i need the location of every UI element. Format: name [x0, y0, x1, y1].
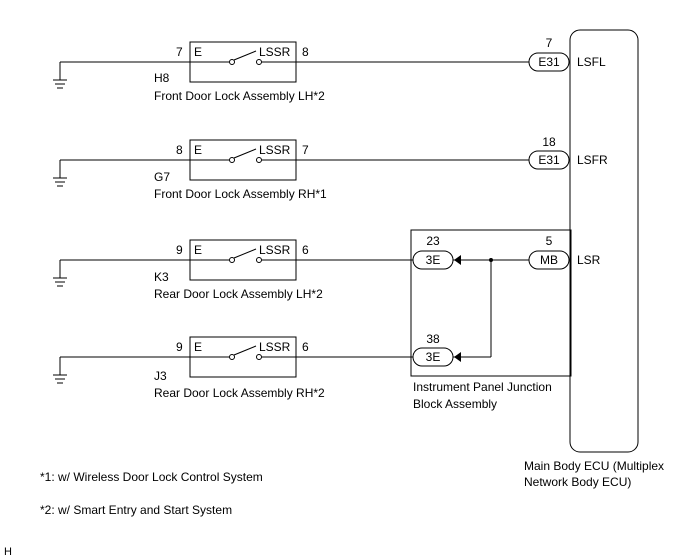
arrow-icon: [454, 352, 461, 362]
terminal-e: E: [194, 143, 202, 157]
component-name: Front Door Lock Assembly RH*1: [154, 187, 327, 201]
ecu-connector-lsr: MB 5 LSR: [528, 234, 601, 270]
terminal-lssr: LSSR: [259, 45, 291, 59]
component-code: G7: [154, 170, 170, 184]
terminal-e: E: [194, 45, 202, 59]
ground-symbol: [53, 357, 67, 384]
switch-contact-icon: [190, 345, 296, 360]
terminal-lssr: LSSR: [259, 243, 291, 257]
junction-internal-wiring: [461, 258, 529, 358]
ecu-connector-lsfl: E31 7 LSFL: [528, 36, 606, 72]
connector-pin: 23: [426, 234, 440, 248]
component-code: H8: [154, 71, 170, 85]
connector-code: MB: [540, 253, 558, 267]
pin-right: 8: [302, 45, 309, 59]
component-code: J3: [154, 369, 167, 383]
terminal-e: E: [194, 243, 202, 257]
connector-pin: 7: [546, 36, 553, 50]
pin-left: 9: [176, 243, 183, 257]
ground-symbol: [53, 260, 67, 287]
pin-left: 7: [176, 45, 183, 59]
junction-block-label: Instrument Panel Junction: [413, 380, 552, 394]
ecu-connector-lsfr: E31 18 LSFR: [528, 135, 608, 170]
ecu-label: Main Body ECU (Multiplex: [524, 459, 664, 473]
component-name: Rear Door Lock Assembly RH*2: [154, 386, 325, 400]
terminal-lssr: LSSR: [259, 340, 291, 354]
arrow-icon: [454, 255, 461, 265]
connector-pin: 38: [426, 332, 440, 346]
connector-code: 3E: [426, 253, 441, 267]
ground-symbol: [53, 62, 67, 89]
junction-block-box: [410, 229, 572, 377]
ground-symbol: [53, 160, 67, 187]
switch-contact-icon: [190, 248, 296, 263]
component-code: K3: [154, 270, 169, 284]
pin-right: 7: [302, 143, 309, 157]
connector-pill: [412, 250, 454, 270]
ecu-label-2: Network Body ECU): [524, 475, 631, 489]
switch-contact-icon: [190, 148, 296, 163]
pin-left: 8: [176, 143, 183, 157]
terminal-name: LSFL: [577, 55, 606, 69]
terminal-name: LSR: [577, 253, 601, 267]
connector-pin: 5: [546, 234, 553, 248]
switch-row-h8: 7 E LSSR 8 H8 Front Door Lock Assembly L…: [53, 41, 529, 103]
connector-code: E31: [538, 55, 560, 69]
junction-connector-38: 3E 38: [412, 332, 461, 367]
junction-connector-23: 3E 23: [412, 234, 461, 270]
terminal-name: LSFR: [577, 153, 608, 167]
switch-row-k3: 9 E LSSR 6 K3 Rear Door Lock Assembly LH…: [53, 239, 458, 301]
switch-row-g7: 8 E LSSR 7 G7 Front Door Lock Assembly R…: [53, 139, 529, 201]
terminal-lssr: LSSR: [259, 143, 291, 157]
connector-pill: [412, 347, 454, 367]
connector-pill: [528, 150, 570, 170]
connector-pin: 18: [542, 135, 556, 149]
pin-left: 9: [176, 340, 183, 354]
switch-contact-icon: [190, 50, 296, 65]
connector-code: 3E: [426, 350, 441, 364]
footnote-2: *2: w/ Smart Entry and Start System: [40, 503, 232, 517]
splice-dot: [489, 258, 493, 262]
connector-pill: [528, 52, 570, 72]
pin-right: 6: [302, 340, 309, 354]
connector-code: E31: [538, 153, 560, 167]
corner-mark: H: [4, 546, 12, 558]
component-name: Front Door Lock Assembly LH*2: [154, 89, 325, 103]
component-name: Rear Door Lock Assembly LH*2: [154, 287, 323, 301]
terminal-e: E: [194, 340, 202, 354]
switch-row-j3: 9 E LSSR 6 J3 Rear Door Lock Assembly RH…: [53, 336, 458, 400]
junction-block-label-2: Block Assembly: [413, 397, 497, 411]
main-body-ecu-box: [569, 29, 639, 453]
pin-right: 6: [302, 243, 309, 257]
footnote-1: *1: w/ Wireless Door Lock Control System: [40, 470, 263, 484]
